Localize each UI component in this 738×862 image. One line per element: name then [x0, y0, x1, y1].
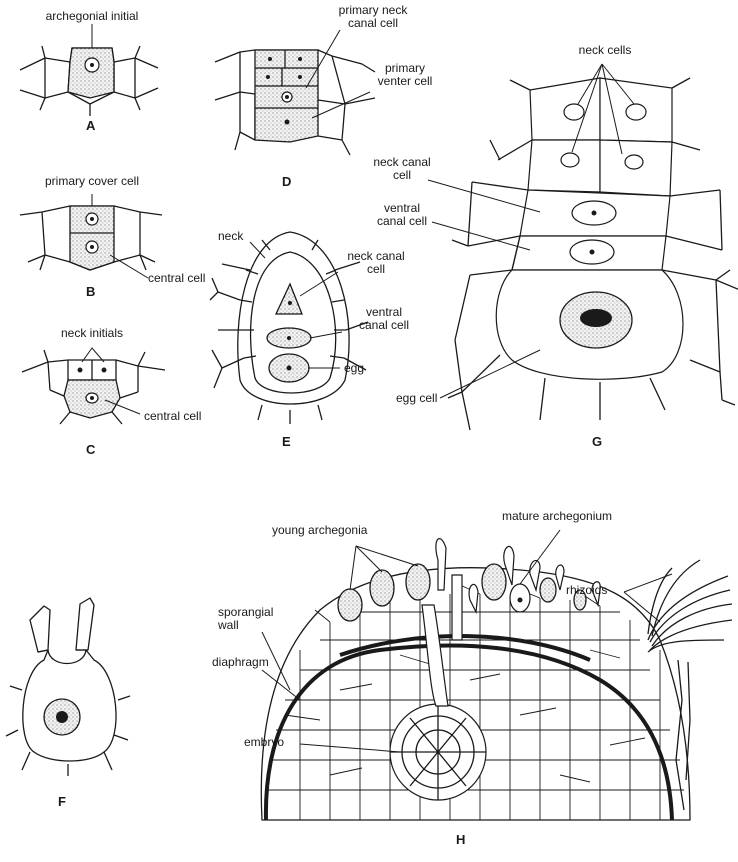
panel-letter-f: F	[58, 794, 66, 809]
h-rhizoids	[648, 560, 732, 810]
panel-letter-a: A	[86, 118, 95, 133]
label-diaphragm: diaphragm	[212, 656, 269, 669]
label-ventral-canal-cell-e: ventral canal cell	[344, 306, 424, 332]
label-primary-venter-cell: primary venter cell	[360, 62, 450, 88]
label-central-cell-c: central cell	[144, 410, 201, 423]
label-rhizoids: rhizoids	[566, 584, 607, 597]
panel-b-drawing	[20, 194, 162, 278]
label-primary-neck-canal-cell: primary neck canal cell	[318, 4, 428, 30]
label-ventral-canal-cell-g: ventral canal cell	[362, 202, 442, 228]
panel-a-drawing	[20, 24, 158, 116]
label-archegonial-initial: archegonial initial	[30, 10, 154, 23]
label-neck-canal-cell-e: neck canal cell	[336, 250, 416, 276]
label-neck-initials: neck initials	[30, 327, 154, 340]
label-egg: egg	[344, 362, 364, 375]
panel-f-drawing	[6, 598, 130, 776]
label-neck-cells: neck cells	[560, 44, 650, 57]
panel-letter-e: E	[282, 434, 291, 449]
panel-letter-c: C	[86, 442, 95, 457]
h-archegonia	[338, 539, 600, 621]
panel-letter-g: G	[592, 434, 602, 449]
panel-h-drawing	[261, 530, 732, 820]
label-embryo: embryo	[244, 736, 284, 749]
label-central-cell-b: central cell	[148, 272, 205, 285]
panel-g-drawing	[428, 64, 738, 430]
label-egg-cell: egg cell	[396, 392, 437, 405]
label-neck-canal-cell-g: neck canal cell	[362, 156, 442, 182]
label-young-archegonia: young archegonia	[272, 524, 367, 537]
panel-letter-d: D	[282, 174, 291, 189]
panel-letter-h: H	[456, 832, 465, 847]
panel-d-drawing	[215, 30, 375, 155]
label-sporangial-wall: sporangial wall	[218, 606, 273, 632]
label-neck: neck	[218, 230, 243, 243]
label-mature-archegonium: mature archegonium	[502, 510, 612, 523]
panel-letter-b: B	[86, 284, 95, 299]
label-primary-cover-cell: primary cover cell	[14, 175, 170, 188]
